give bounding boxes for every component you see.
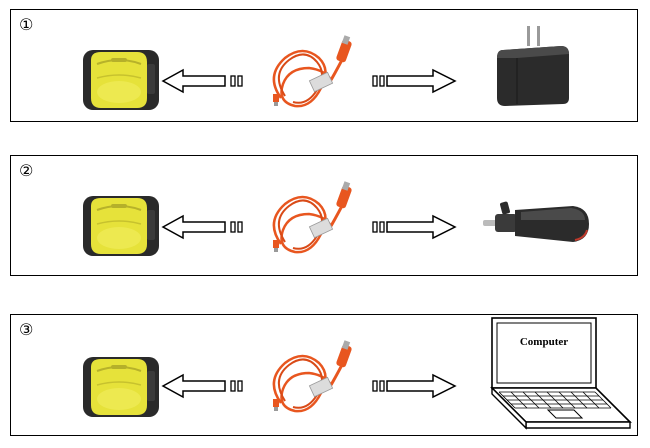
computer-label: Computer <box>519 336 569 348</box>
arrow-left-icon <box>161 373 243 399</box>
arrow-right-icon <box>372 214 457 240</box>
gps-device-icon <box>83 196 159 256</box>
step-number-1: ① <box>19 15 34 34</box>
arrow-right-icon <box>372 68 457 94</box>
step-panel-2: ② <box>10 155 638 276</box>
arrow-right-icon <box>372 373 457 399</box>
gps-device-icon <box>83 50 159 110</box>
step-panel-1: ① <box>10 9 638 122</box>
gps-device-icon <box>83 357 159 417</box>
laptop-icon <box>490 317 632 430</box>
step-number-2: ② <box>19 161 34 180</box>
step-number-3: ③ <box>19 320 34 339</box>
usb-cable-icon <box>272 181 352 254</box>
arrow-left-icon <box>161 68 243 94</box>
wall-charger-icon <box>497 26 569 106</box>
arrow-left-icon <box>161 214 243 240</box>
car-charger-icon <box>483 201 589 242</box>
usb-cable-icon <box>272 35 352 108</box>
usb-cable-icon <box>272 340 352 413</box>
